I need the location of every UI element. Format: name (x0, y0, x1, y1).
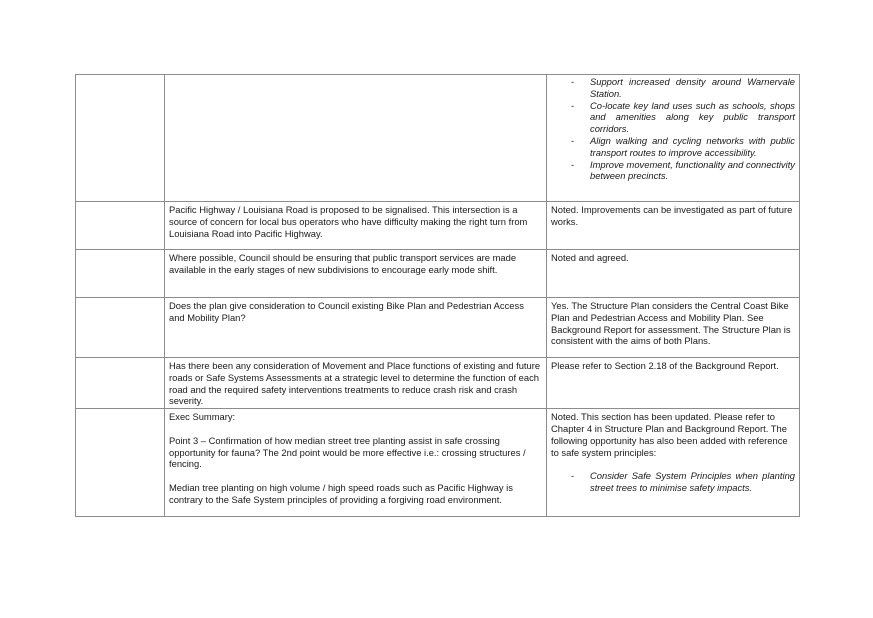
response-cell: Support increased density around Warnerv… (546, 74, 800, 202)
blank-cell (75, 297, 165, 358)
response-text: Noted. This section has been updated. Pl… (551, 411, 788, 458)
table-row: Support increased density around Warnerv… (75, 74, 800, 202)
list-item: Support increased density around Warnerv… (551, 76, 795, 100)
blank-cell (75, 408, 165, 518)
submission-heading: Exec Summary: (169, 411, 236, 423)
submission-text: Does the plan give consideration to Coun… (169, 300, 524, 323)
submission-cell: Does the plan give consideration to Coun… (164, 297, 547, 358)
submission-text: Has there been any consideration of Move… (169, 360, 541, 407)
submission-cell: Exec Summary: Point 3 – Confirmation of … (164, 408, 547, 518)
response-cell: Yes. The Structure Plan considers the Ce… (546, 297, 800, 358)
submission-text: Pacific Highway / Louisiana Road is prop… (169, 204, 528, 239)
blank-cell (75, 201, 165, 250)
response-text: Please refer to Section 2.18 of the Back… (551, 360, 779, 371)
blank-cell (75, 74, 165, 202)
response-cell: Noted and agreed. (546, 249, 800, 298)
response-bullet-list: Consider Safe System Principles when pla… (551, 470, 795, 494)
list-item: Co-locate key land uses such as schools,… (551, 100, 795, 135)
blank-cell (75, 356, 165, 410)
table-row: Where possible, Council should be ensuri… (75, 249, 800, 298)
table-row: Has there been any consideration of Move… (75, 356, 800, 410)
list-item: Consider Safe System Principles when pla… (551, 470, 795, 494)
response-bullet-list: Support increased density around Warnerv… (551, 76, 795, 182)
submission-cell: Has there been any consideration of Move… (164, 356, 547, 410)
response-cell: Please refer to Section 2.18 of the Back… (546, 356, 800, 410)
table-row: Pacific Highway / Louisiana Road is prop… (75, 201, 800, 250)
submission-text: Median tree planting on high volume / hi… (169, 481, 513, 505)
submission-text: Where possible, Council should be ensuri… (169, 252, 517, 275)
submission-cell: Pacific Highway / Louisiana Road is prop… (164, 201, 547, 250)
response-text: Noted. Improvements can be investigated … (551, 204, 793, 227)
response-cell: Noted. Improvements can be investigated … (546, 201, 800, 250)
list-item: Align walking and cycling networks with … (551, 135, 795, 159)
response-cell: Noted. This section has been updated. Pl… (546, 408, 800, 518)
blank-cell (75, 249, 165, 298)
table-row: Does the plan give consideration to Coun… (75, 297, 800, 358)
submissions-table: Support increased density around Warnerv… (75, 74, 800, 518)
list-item: Improve movement, functionality and conn… (551, 159, 795, 183)
table-row: Exec Summary: Point 3 – Confirmation of … (75, 408, 800, 518)
submission-cell: Where possible, Council should be ensuri… (164, 249, 547, 298)
submission-cell (164, 74, 547, 202)
response-text: Yes. The Structure Plan considers the Ce… (551, 300, 791, 347)
response-text: Noted and agreed. (551, 252, 629, 263)
submission-text: Point 3 – Confirmation of how median str… (169, 434, 526, 470)
